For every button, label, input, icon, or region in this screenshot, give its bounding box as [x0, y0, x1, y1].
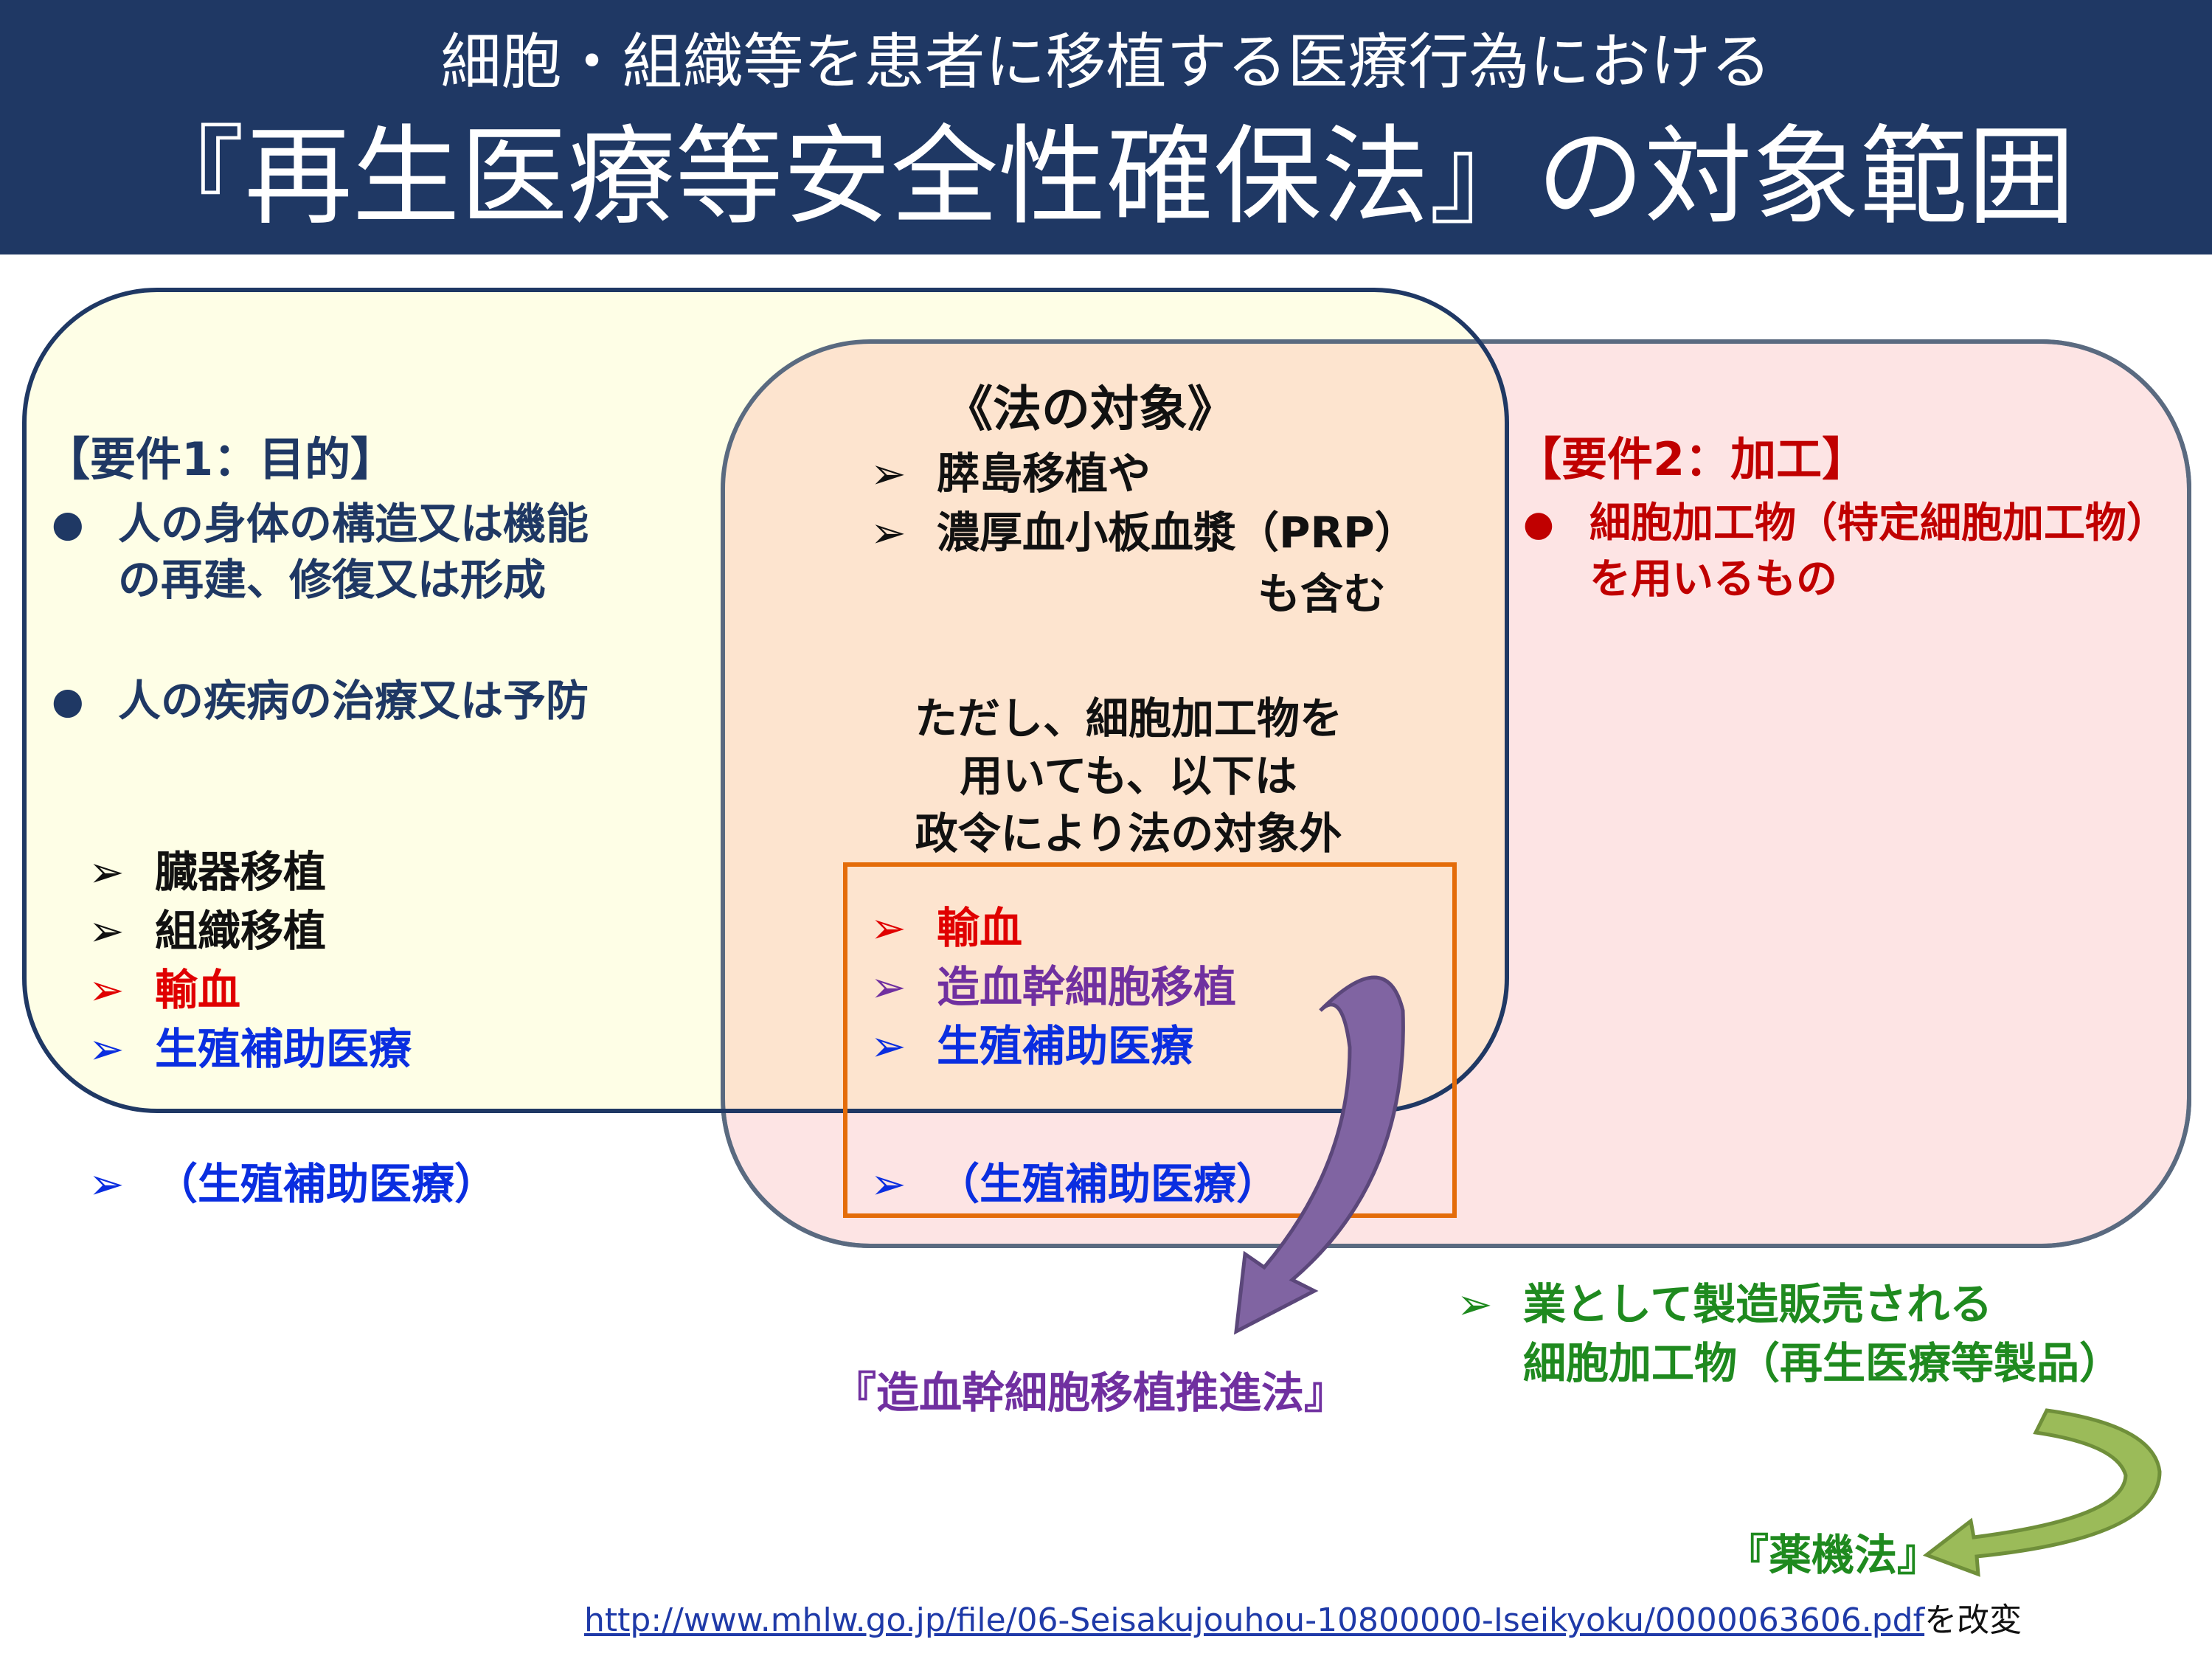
list-item: ➢濃厚血小板血漿（PRP） [870, 503, 1418, 562]
curved-arrow-green-icon [1922, 1408, 2162, 1577]
bullet-icon: ● [1523, 503, 1554, 544]
requirement2-bullet-line: を用いるもの [1589, 555, 1837, 603]
list-item: ➢生殖補助医療 [870, 1016, 1236, 1076]
header-subtitle: 細胞・組織等を患者に移植する医療行為における [440, 27, 1772, 97]
law-scope-items: ➢膵島移植や ➢濃厚血小板血漿（PRP） [870, 444, 1418, 562]
requirement1-bullet-line: の再建、修復又は形成 [118, 555, 547, 605]
requirement1-outline [22, 288, 1509, 1113]
source-suffix: を改変 [1924, 1601, 2022, 1639]
requirement2-bullet-line: 細胞加工物（特定細胞加工物） [1589, 499, 2168, 547]
include-note: も含む [1258, 569, 1387, 619]
arrowhead-right-icon: ➢ [870, 1159, 906, 1209]
requirement2-heading: 【要件2：加工】 [1516, 432, 1868, 486]
arrowhead-right-icon: ➢ [870, 1021, 906, 1071]
source-link[interactable]: http://www.mhlw.go.jp/file/06-Seisakujou… [584, 1601, 1925, 1639]
bullet-icon: ● [52, 502, 84, 545]
list-item: ➢臓器移植 [89, 842, 412, 901]
arrowhead-right-icon: ➢ [89, 847, 125, 897]
arrowhead-right-icon: ➢ [870, 508, 906, 558]
overlap-region [723, 342, 1507, 1111]
list-item: ➢膵島移植や [870, 444, 1418, 503]
exclusion-box [843, 862, 1457, 1218]
excluded-outside-item: ➢（生殖補助医療） [870, 1154, 1279, 1213]
arrowhead-right-icon: ➢ [89, 1159, 125, 1209]
manufactured-line: 細胞加工物（再生医療等製品） [1523, 1338, 2123, 1388]
hsc-law-label: 『造血幹細胞移植推進法』 [833, 1368, 1348, 1418]
header-banner: 細胞・組織等を患者に移植する医療行為における 『再生医療等安全性確保法』の対象範… [0, 0, 2212, 254]
pmd-law-label: 『薬機法』 [1726, 1530, 1941, 1580]
exception-line: 政令により法の対象外 [915, 808, 1342, 859]
requirement1-bullet: ● 人の身体の構造又は機能 の再建、修復又は形成 [44, 496, 589, 608]
law-scope-heading: 《法の対象》 [944, 381, 1236, 437]
exception-line: 用いても、以下は [960, 751, 1297, 801]
arrowhead-right-icon: ➢ [89, 906, 125, 956]
manufactured-products: ➢業として製造販売される 細胞加工物（再生医療等製品） [1457, 1275, 2122, 1393]
requirement2-bullet: ● 細胞加工物（特定細胞加工物） を用いるもの [1523, 496, 2168, 608]
arrowhead-right-icon: ➢ [870, 962, 906, 1012]
exception-line: ただし、細胞加工物を [914, 693, 1342, 744]
arrowhead-right-icon: ➢ [1457, 1279, 1493, 1329]
arrowhead-right-icon: ➢ [870, 448, 906, 499]
outside-item: ➢（生殖補助医療） [89, 1154, 497, 1213]
manufactured-line: ➢業として製造販売される [1457, 1275, 2122, 1334]
header-title: 『再生医療等安全性確保法』の対象範囲 [136, 114, 2076, 240]
requirement1-bullet: ● 人の疾病の治療又は予防 [44, 673, 589, 729]
source-citation: http://www.mhlw.go.jp/file/06-Seisakujou… [584, 1593, 2022, 1641]
arrowhead-right-icon: ➢ [870, 903, 906, 953]
requirement1-heading: 【要件1：目的】 [44, 432, 397, 486]
list-item: ➢組織移植 [89, 901, 412, 960]
bullet-icon: ● [52, 679, 84, 722]
requirement2-outline [721, 339, 2191, 1248]
curved-arrow-purple-icon [1233, 975, 1405, 1335]
exception-note: ただし、細胞加工物を 用いても、以下は 政令により法の対象外 [870, 690, 1387, 862]
requirement1-bullet-line: 人の疾病の治療又は予防 [118, 676, 589, 726]
list-item: ➢生殖補助医療 [89, 1019, 412, 1078]
arrowhead-right-icon: ➢ [89, 1024, 125, 1074]
list-item: ➢輸血 [870, 898, 1236, 957]
list-item: ➢造血幹細胞移植 [870, 957, 1236, 1016]
list-item: ➢輸血 [89, 960, 412, 1019]
excluded-items: ➢輸血 ➢造血幹細胞移植 ➢生殖補助医療 [870, 898, 1236, 1076]
requirement1-bullet-line: 人の身体の構造又は機能 [118, 499, 589, 549]
requirement1-items: ➢臓器移植 ➢組織移植 ➢輸血 ➢生殖補助医療 [89, 842, 412, 1078]
arrowhead-right-icon: ➢ [89, 965, 125, 1015]
